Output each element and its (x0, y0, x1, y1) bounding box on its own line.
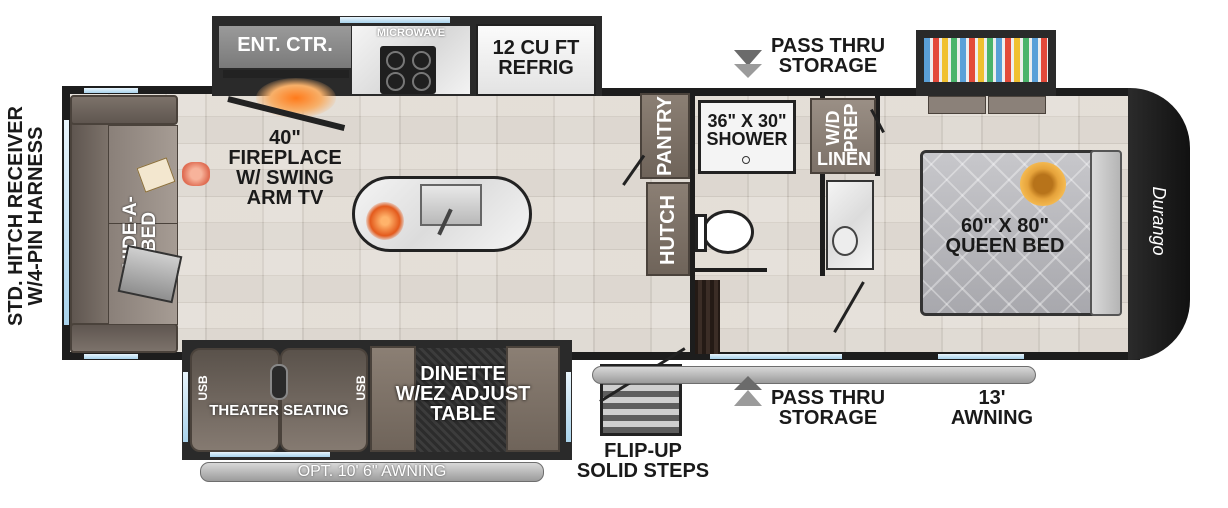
triangle-down-icon (734, 64, 762, 78)
lavatory-counter (826, 180, 874, 270)
lavatory-sink-icon (832, 226, 858, 256)
wall-bottom-rear (560, 352, 1140, 360)
front-cap (1128, 88, 1190, 360)
dinette-bench-left (370, 346, 416, 452)
bath-window (710, 354, 842, 359)
theater-window-left (183, 372, 188, 442)
cupholder-icon (270, 364, 288, 400)
hutch (646, 182, 690, 276)
sink-icon (420, 184, 482, 226)
bedroom-window-bottom (938, 354, 1024, 359)
flip-steps-label: FLIP-UP SOLID STEPS (576, 440, 710, 482)
entry-door (690, 280, 720, 354)
dinette-label: DINETTE W/EZ ADJUST TABLE (395, 363, 531, 425)
sofa-window-bottom (84, 354, 138, 359)
slippers-icon (182, 162, 210, 186)
usb-left-label: USB (196, 375, 210, 401)
pass-thru-bottom-label: PASS THRU STORAGE (770, 387, 886, 429)
pass-thru-top-label: PASS THRU STORAGE (770, 35, 886, 77)
awning-13ft (592, 366, 1036, 384)
theater-seating-label: THEATER SEATING (209, 402, 349, 419)
theater-seat (280, 348, 368, 452)
triangle-up-icon (734, 390, 762, 406)
fireplace-label: 40" FIREPLACE W/ SWING ARM TV (228, 127, 342, 209)
front-window (64, 120, 69, 325)
bath-wall (875, 96, 880, 176)
ent-ctr-label: ENT. CTR. (237, 34, 333, 56)
brand-logo: Durango (1149, 186, 1169, 256)
dinette-bench-right (506, 346, 560, 452)
refrig-label: 12 CU FT REFRIG (492, 37, 580, 79)
drain-icon (742, 156, 750, 164)
sofa-window-top (84, 88, 138, 93)
ent-ctr-cabinet (219, 26, 351, 68)
opt-awning-label: OPT. 10' 6" AWNING (297, 463, 447, 480)
queen-bed-label: 60" X 80" QUEEN BED (945, 215, 1065, 257)
sofa-back (70, 95, 110, 353)
linen-label: LINEN (817, 149, 871, 169)
dinette-table (416, 348, 506, 452)
wall-top-living (64, 86, 214, 94)
opt-awning (200, 462, 544, 482)
triangle-down-icon (734, 50, 762, 66)
bed-headboard (1090, 150, 1122, 316)
queen-bed (920, 150, 1098, 316)
awning-13-label: 13' AWNING (950, 387, 1034, 429)
burner-icon (386, 51, 405, 70)
bath-wall (690, 96, 695, 354)
burner-icon (386, 72, 405, 91)
hutch-label: HUTCH (657, 195, 679, 265)
wall-top-mid (600, 88, 918, 96)
wd-prep-cabinet (810, 98, 876, 174)
kitchen-slide-window (340, 17, 450, 23)
flowers-icon (366, 202, 404, 240)
toilet-icon (702, 210, 754, 254)
dinette-window (566, 372, 571, 442)
sofa-arm-top (70, 95, 178, 125)
bath-wall (820, 96, 825, 276)
pantry-label: PANTRY (654, 96, 676, 176)
theater-seat (190, 348, 280, 452)
triangle-up-icon (734, 376, 762, 390)
sofa-arm-bottom (70, 323, 178, 353)
usb-right-label: USB (354, 375, 368, 401)
hat-icon (1020, 162, 1066, 206)
pantry (640, 93, 690, 179)
tv-bar (223, 70, 349, 78)
shower-label: 36" X 30" SHOWER (706, 111, 788, 149)
hitch-label: STD. HITCH RECEIVER W/4-PIN HARNESS (5, 105, 47, 327)
wall-top-bed (1050, 88, 1130, 96)
refrigerator (476, 24, 596, 96)
nightstand (928, 96, 986, 114)
burner-icon (412, 51, 431, 70)
bath-wall (695, 268, 767, 272)
microwave-label: MICROWAVE (376, 27, 446, 39)
toilet-tank-icon (695, 214, 707, 252)
burner-icon (412, 72, 431, 91)
nightstand (988, 96, 1046, 114)
wardrobe-hangers-icon (924, 38, 1048, 82)
theater-window-bottom (210, 452, 330, 457)
